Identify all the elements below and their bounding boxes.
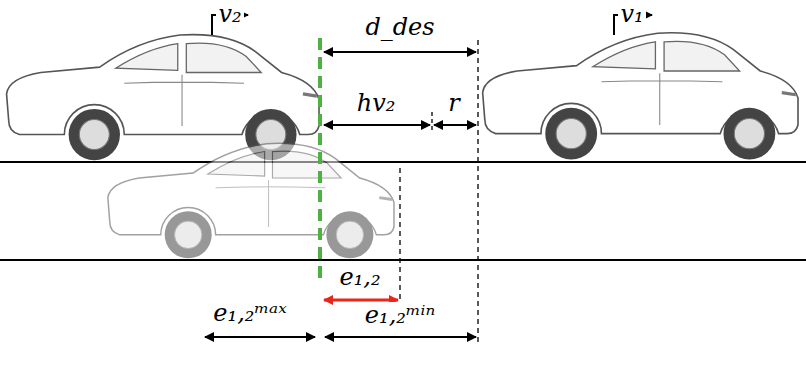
velocity-label: v₁ [618,1,645,27]
error-label: e₁,₂ᵐᵃˣ [211,300,288,326]
error-label: e₁,₂ᵐⁱⁿ [363,302,437,328]
dimension-label: r [446,90,461,116]
distance-label: d_des [363,14,436,40]
dimension-label: hv₂ [355,90,398,116]
velocity-label: v₂ [216,1,243,27]
error-label: e₁,₂ [337,264,382,290]
